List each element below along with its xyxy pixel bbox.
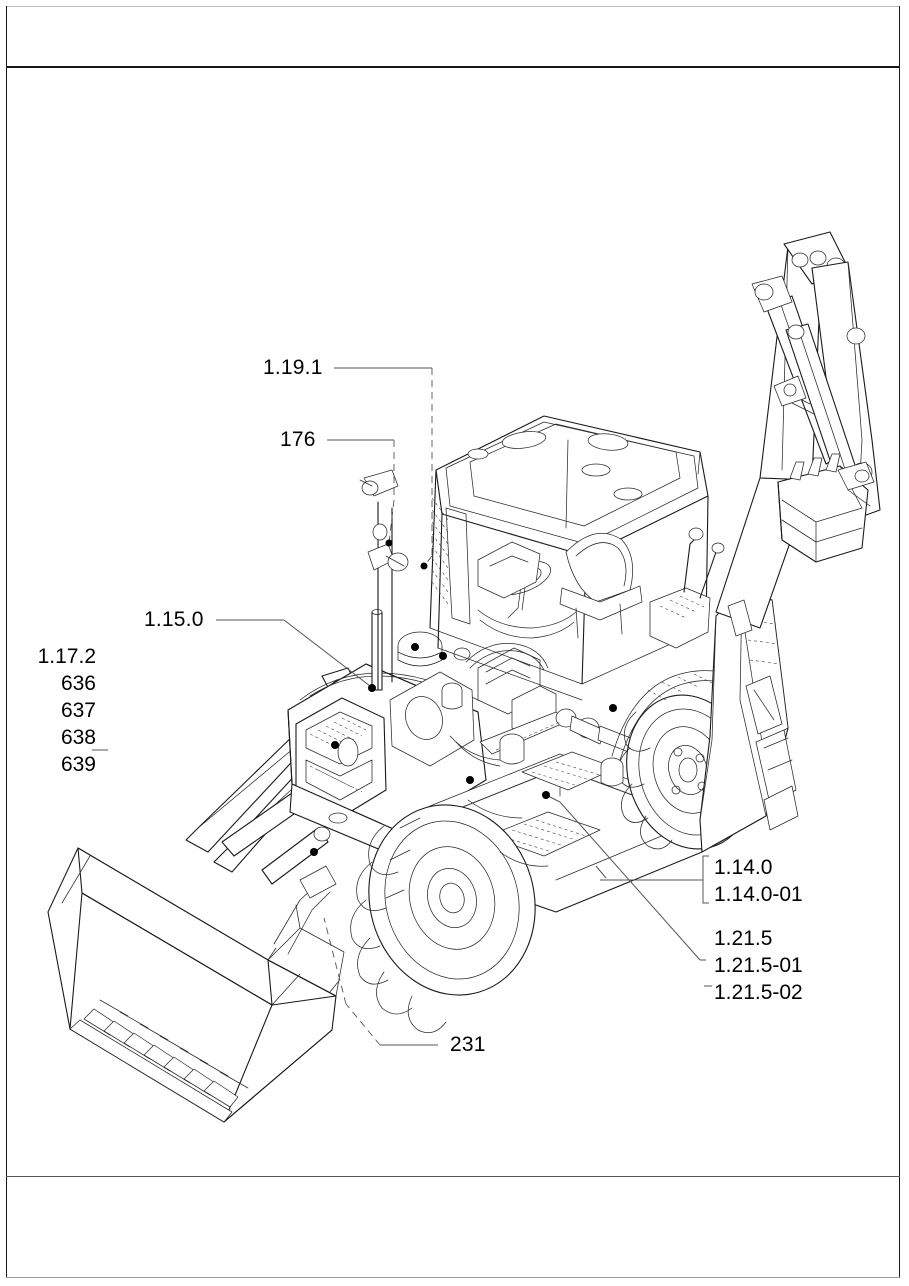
engine-hood (287, 609, 557, 833)
callout-group-1-17-2[interactable]: 1.17.2 636 637 638 639 (27, 643, 96, 778)
callout-label-637[interactable]: 637 (60, 699, 96, 722)
callout-label-1-21-5-01[interactable]: 1.21.5-01 (714, 954, 803, 977)
page-border-top (6, 6, 900, 7)
callout-label-638[interactable]: 638 (60, 726, 96, 749)
footer-divider (6, 1176, 900, 1177)
callout-label-176[interactable]: 176 (280, 428, 316, 451)
callout-leader-lines (92, 367, 712, 1046)
callout-label-231[interactable]: 231 (450, 1033, 486, 1056)
page-border-right (899, 6, 900, 1278)
callout-label-1-21-5[interactable]: 1.21.5 (714, 927, 773, 950)
header-divider (6, 66, 900, 68)
backhoe-boom (715, 231, 881, 629)
page-border-bottom (6, 1277, 900, 1278)
callout-group-1-21-5[interactable]: 1.21.5 1.21.5-01 1.21.5-02 (714, 925, 803, 1006)
page-border-left (6, 6, 7, 1278)
callout-label-1-14-0-01[interactable]: 1.14.0-01 (714, 883, 803, 906)
cab-front-post (359, 469, 409, 691)
rear-hydraulics (727, 599, 783, 735)
control-levers (649, 527, 725, 649)
bucket-teeth (83, 999, 249, 1108)
operator-seat (559, 532, 643, 639)
front-loader-bucket (47, 847, 345, 1123)
callout-brackets (702, 855, 709, 904)
callout-label-636[interactable]: 636 (60, 672, 96, 695)
callout-label-1-15-0[interactable]: 1.15.0 (144, 608, 204, 631)
machine-detail-hardware (328, 733, 624, 867)
leader-endpoint-dots (310, 539, 617, 856)
radiator-grille (309, 717, 369, 793)
callout-label-1-21-5-02[interactable]: 1.21.5-02 (714, 981, 803, 1004)
callout-label-1-17-2[interactable]: 1.17.2 (37, 645, 96, 668)
backhoe-bucket (777, 453, 875, 563)
front-wheel (350, 804, 536, 1033)
callout-label-639[interactable]: 639 (60, 753, 96, 776)
callout-label-1-19-1[interactable]: 1.19.1 (263, 356, 323, 379)
callout-group-1-14-0[interactable]: 1.14.0 1.14.0-01 (714, 854, 803, 908)
front-tire-tread (350, 825, 447, 1033)
operator-cab (429, 415, 725, 701)
callout-label-1-14-0[interactable]: 1.14.0 (714, 856, 773, 879)
